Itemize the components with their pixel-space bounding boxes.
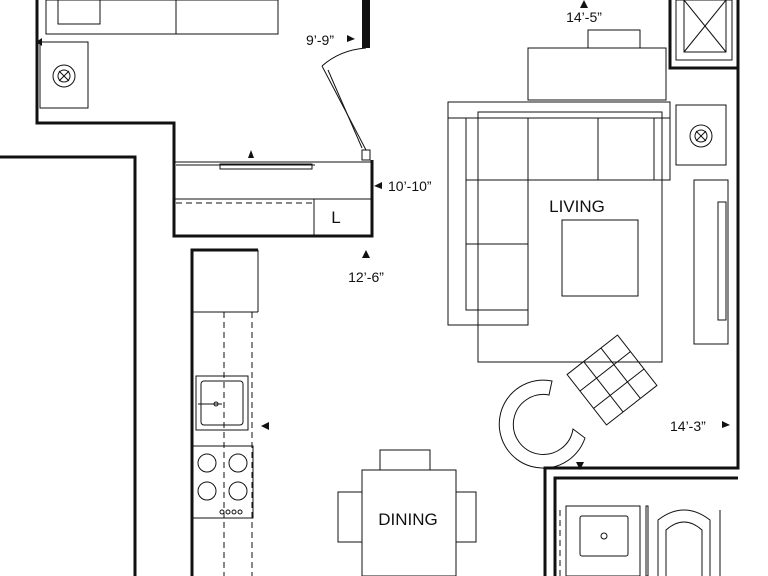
- dimension-label-2: 14’-5”: [566, 9, 602, 25]
- bedroom-fixtures: [39, 0, 279, 109]
- stove: [192, 445, 254, 519]
- dimension-label-4: 12’-6”: [348, 269, 384, 285]
- room-label-laundry: L: [331, 208, 340, 227]
- kitchen-wall: [190, 248, 258, 576]
- dimension-label-3: 10’-10”: [388, 178, 432, 194]
- tv-console: [527, 47, 667, 101]
- media-unit: [693, 179, 729, 345]
- bedroom-wall: [35, 0, 374, 238]
- room-label-living: LIVING: [549, 197, 605, 216]
- rug: [477, 111, 663, 363]
- walls: [0, 0, 740, 576]
- vanity: [565, 505, 641, 576]
- living-washer: [675, 104, 727, 166]
- door: [321, 47, 371, 161]
- east-wall: [543, 0, 740, 576]
- wall-segment-top: [362, 0, 370, 48]
- bathroom: [559, 505, 721, 576]
- dimension-label-5: 14’-3”: [670, 418, 706, 434]
- closet: [174, 150, 372, 236]
- dining-furniture: [337, 449, 477, 576]
- dimension-label-1: 9’-9”: [306, 32, 334, 48]
- bedroom-washer: [39, 41, 89, 109]
- shaft: [675, 0, 733, 61]
- kitchen-sink: [195, 375, 249, 431]
- outer-wall-west: [0, 155, 137, 576]
- bath-wall-inner: [553, 476, 738, 576]
- toilet: [657, 509, 711, 576]
- kitchen: [192, 250, 259, 576]
- dimension-arrows: [36, 0, 730, 470]
- coffee-table: [561, 219, 639, 297]
- armchair: [498, 379, 586, 469]
- living-furniture: [447, 0, 733, 469]
- ottoman: [566, 334, 658, 426]
- room-label-dining: DINING: [378, 510, 438, 529]
